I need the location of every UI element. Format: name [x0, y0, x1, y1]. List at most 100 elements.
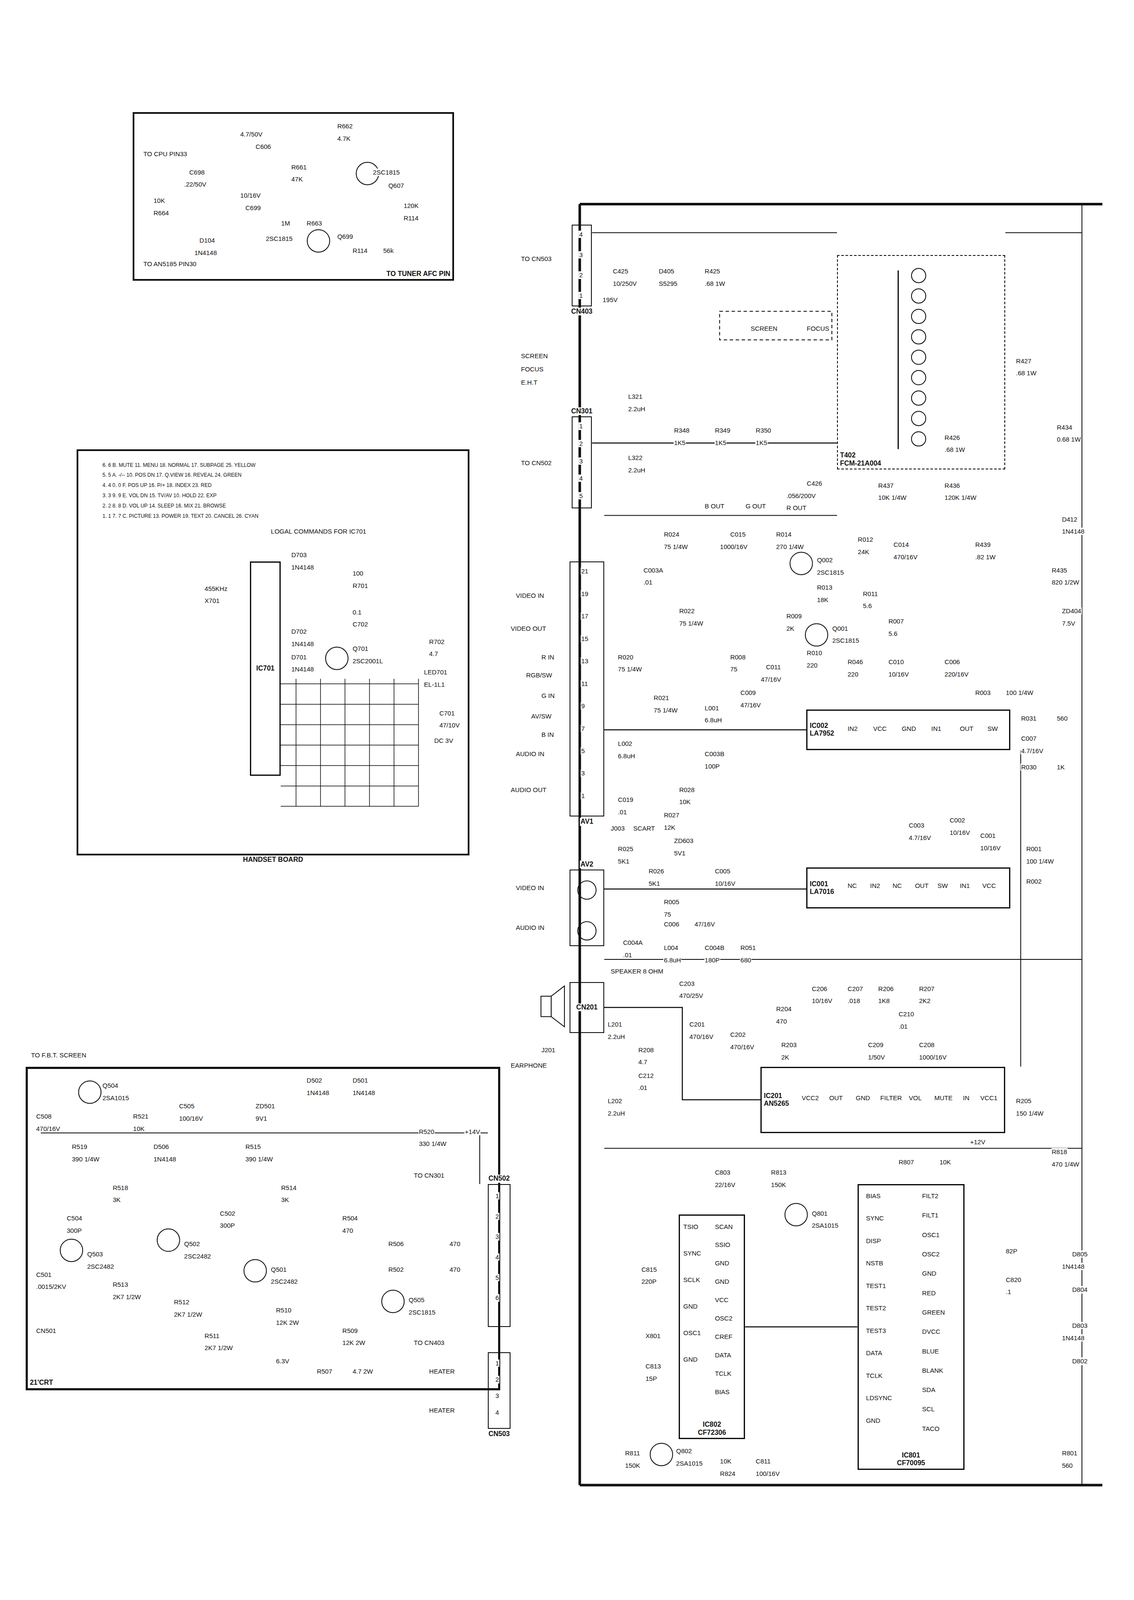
component-label: 6.8uH — [663, 956, 682, 964]
node-label: IC001 — [808, 880, 829, 888]
component-label: 10K — [132, 1125, 146, 1133]
component-label: ZD404 — [1061, 607, 1082, 615]
component-label: Q001 — [831, 624, 849, 633]
component-label: R818 — [1051, 1148, 1068, 1156]
component-label: FILT2 — [921, 1192, 939, 1200]
component-label: D502 — [306, 1076, 323, 1084]
component-label: 75 1/4W — [617, 665, 643, 673]
component-label: SYNC — [865, 1214, 885, 1222]
component-label: AUDIO IN — [515, 750, 546, 758]
node-label: TO TUNER AFC PIN — [385, 270, 452, 278]
component-label: B OUT — [704, 502, 725, 510]
component-label: D805 — [1071, 1250, 1089, 1258]
component-label: GND — [921, 1269, 937, 1277]
component-label: 2SC2482 — [183, 1252, 212, 1260]
component-label: SCL — [921, 1405, 936, 1413]
wire — [296, 765, 419, 766]
component-label: C010 — [887, 658, 905, 666]
node-label: IC201 — [762, 1092, 784, 1100]
node-label: LA7016 — [808, 887, 835, 896]
component-label: HEATER — [428, 1367, 456, 1375]
component-label: RGB/SW — [525, 671, 553, 679]
component-label: R348 — [673, 426, 690, 434]
wire — [393, 678, 395, 807]
component-label: C508 — [35, 1112, 52, 1120]
component-label: D405 — [658, 267, 675, 275]
component-label: 390 1/4W — [244, 1155, 274, 1163]
component-label: 24K — [857, 548, 870, 556]
inset-panel: TO TUNER AFC PIN — [132, 112, 455, 281]
component-label: 820 1/2W — [1051, 578, 1080, 586]
component-label: R020 — [617, 653, 634, 661]
component-label: Q701 — [352, 644, 369, 653]
component-label: 6.8uH — [617, 752, 636, 760]
component-label: 10/250V — [612, 279, 638, 288]
component-label: C426 — [806, 479, 823, 487]
component-label: R439 — [974, 540, 992, 549]
text-group: T402FCM-21A004 — [837, 450, 884, 469]
component-label: 1N4148 — [290, 563, 315, 571]
transistor-symbol — [243, 1259, 267, 1282]
component-label: 3 — [495, 1392, 500, 1400]
component-label: 120K 1/4W — [944, 493, 977, 502]
component-label: SYNC — [682, 1249, 702, 1257]
component-label: 4 — [578, 230, 583, 238]
wire — [295, 678, 297, 807]
component-label: LDSYNC — [865, 1394, 893, 1402]
component-label: R024 — [663, 530, 680, 538]
component-label: EL-1L1 — [423, 680, 446, 689]
component-label: 2SC1815 — [408, 1308, 437, 1316]
component-label: C001 — [979, 831, 997, 840]
component-label: IN2 — [847, 724, 858, 733]
component-label: 75 1/4W — [678, 619, 704, 627]
component-label: FILTER — [879, 1094, 903, 1102]
wire — [296, 724, 419, 726]
component-label: .0015/2KV — [35, 1282, 67, 1291]
winding-symbol — [911, 329, 926, 344]
component-label: 5. 5 A. -/-- 10. POS DN 17. Q.VIEW 16. R… — [102, 472, 243, 479]
component-label: 300P — [66, 1226, 83, 1235]
component-label: 2SC1815 — [372, 168, 401, 176]
text-group: CN503 — [486, 1428, 512, 1440]
component-label: Q501 — [270, 1265, 288, 1274]
component-label: R807 — [898, 1158, 915, 1166]
component-label: ZD501 — [255, 1102, 276, 1110]
component-label: 220 — [806, 661, 818, 669]
component-label: R702 — [428, 638, 446, 646]
component-label: BLUE — [921, 1347, 940, 1355]
component-label: 1N4148 — [290, 665, 315, 673]
component-label: 3 — [495, 1232, 500, 1241]
component-label: ZD603 — [673, 837, 694, 845]
component-label: 12K — [663, 823, 676, 832]
component-label: 2K2 — [918, 997, 932, 1005]
component-label: 1 — [495, 1359, 500, 1367]
component-label: 5.6 — [862, 602, 873, 610]
wire — [579, 1484, 1103, 1487]
component-label: C606 — [255, 142, 272, 151]
component-label: R520 — [418, 1128, 435, 1136]
component-label: 5K1 — [648, 879, 661, 888]
component-label: C502 — [219, 1209, 236, 1218]
component-label: Q002 — [816, 556, 834, 564]
component-label: R425 — [704, 267, 721, 275]
connector: CN201 — [569, 982, 605, 1034]
winding-symbol — [911, 431, 926, 446]
component-label: 10K 1/4W — [877, 493, 907, 502]
transistor-symbol — [381, 1290, 404, 1313]
wire — [479, 1133, 481, 1185]
component-label: DC 3V — [433, 736, 454, 745]
component-label: 4.7 — [638, 1058, 648, 1066]
component-label: L202 — [607, 1097, 623, 1105]
wire — [897, 270, 900, 449]
component-label: 2SA1015 — [811, 1221, 839, 1229]
component-label: TCLK — [865, 1371, 883, 1380]
component-label: 4 — [578, 474, 583, 482]
component-label: 180P — [704, 956, 721, 964]
component-label: VCC1 — [979, 1094, 998, 1102]
component-label: 3 — [578, 251, 583, 259]
component-label: 4. 4 0. 0 F. POS UP 16. P/+ 18. INDEX 23… — [102, 482, 213, 489]
wire — [320, 678, 321, 807]
component-label: 1N4148 — [193, 249, 218, 257]
component-label: R511 — [204, 1332, 220, 1340]
component-label: 4.7/16V — [1020, 747, 1044, 755]
